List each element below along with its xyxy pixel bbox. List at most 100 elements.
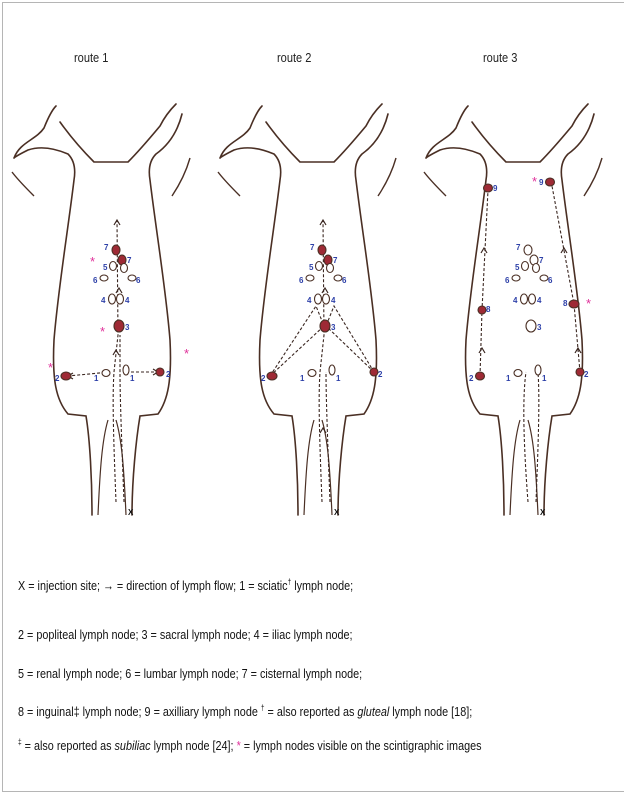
node-4-left — [109, 294, 116, 304]
label-6: 6 — [299, 276, 304, 285]
legend-injection-text: X = injection site; — [18, 578, 103, 593]
forelimb-left-contour — [424, 172, 446, 196]
node-5-left — [522, 262, 529, 271]
node-5-left — [316, 262, 323, 271]
label-2: 2 — [584, 370, 589, 379]
arrow-icon — [322, 288, 328, 293]
node-6-right — [540, 275, 548, 281]
node-6-left — [512, 275, 520, 281]
node-6-right — [128, 275, 136, 281]
label-2: 2 — [378, 370, 383, 379]
body-outline — [426, 104, 594, 515]
node-4-left — [315, 294, 322, 304]
label-8: 8 — [563, 299, 568, 308]
node-2-left — [267, 372, 277, 380]
flow-path — [326, 372, 330, 502]
body-outline — [220, 104, 388, 515]
node-1-left — [514, 370, 522, 377]
route-1-title: route 1 — [74, 50, 108, 65]
legend-gluteal-italic: gluteal — [357, 704, 389, 719]
forelimb-left-contour — [218, 172, 240, 196]
label-7: 7 — [333, 256, 338, 265]
label-1: 1 — [506, 374, 511, 383]
label-2: 2 — [166, 370, 171, 379]
forelimb-left-contour — [12, 172, 34, 196]
arrow-icon — [320, 428, 326, 433]
flow-path — [326, 306, 374, 372]
node-1-left — [308, 370, 316, 377]
forelimb-right-contour — [378, 158, 396, 196]
asterisk-icon: * — [586, 296, 591, 311]
label-1: 1 — [300, 374, 305, 383]
node-2-right — [370, 368, 378, 376]
legend-sciatic-text: lymph node; — [291, 578, 353, 593]
label-4: 4 — [125, 296, 130, 305]
legend-gluteal-text-a: = also reported as — [265, 704, 358, 719]
node-3 — [526, 320, 536, 332]
arrow-icon — [481, 248, 487, 253]
legend-line-4: 8 = inguinal‡ lymph node; 9 = axilliary … — [18, 704, 472, 719]
label-5: 5 — [103, 263, 108, 272]
label-2: 2 — [469, 374, 474, 383]
forelimb-right-contour — [172, 158, 190, 196]
node-1-right — [329, 365, 335, 375]
label-3: 3 — [125, 323, 130, 332]
node-7-left — [524, 245, 532, 255]
arrow-icon — [479, 348, 485, 353]
node-5-right — [121, 264, 128, 273]
label-3: 3 — [331, 323, 336, 332]
node-4-left — [521, 294, 528, 304]
forelimb-right-contour — [584, 158, 602, 196]
label-7: 7 — [516, 243, 521, 252]
route-2-title: route 2 — [277, 50, 311, 65]
route-3-panel: X7756644311228899** — [424, 104, 602, 517]
label-6: 6 — [548, 276, 553, 285]
label-3: 3 — [537, 323, 542, 332]
node-2-left — [61, 372, 71, 380]
legend-flow-text: = direction of lymph flow; 1 = sciatic — [114, 578, 288, 593]
label-2: 2 — [261, 374, 266, 383]
label-4: 4 — [307, 296, 312, 305]
node-7-left — [112, 245, 120, 255]
label-6: 6 — [93, 276, 98, 285]
label-7: 7 — [127, 256, 132, 265]
node-6-left — [306, 275, 314, 281]
label-4: 4 — [537, 296, 542, 305]
node-3 — [320, 320, 330, 332]
arrow-icon — [320, 220, 326, 225]
label-6: 6 — [136, 276, 141, 285]
label-1: 1 — [542, 374, 547, 383]
label-5: 5 — [515, 263, 520, 272]
node-1-right — [535, 365, 541, 375]
node-6-left — [100, 275, 108, 281]
arrow-icon: → — [103, 578, 114, 593]
route-2-panel: X775664431122 — [218, 104, 396, 517]
label-5: 5 — [309, 263, 314, 272]
node-9-right — [546, 178, 555, 186]
label-9: 9 — [539, 178, 544, 187]
legend-line-3: 5 = renal lymph node; 6 = lumbar lymph n… — [18, 666, 362, 681]
body-outline — [14, 104, 182, 515]
flow-path — [524, 372, 528, 502]
label-7: 7 — [310, 243, 315, 252]
node-8-left — [478, 306, 486, 314]
label-7: 7 — [104, 243, 109, 252]
legend-subiliac-italic: subiliac — [115, 738, 151, 753]
asterisk-icon: * — [532, 174, 537, 189]
node-1-left — [102, 370, 110, 377]
label-6: 6 — [505, 276, 510, 285]
legend-subiliac-text-a: = also reported as — [22, 738, 115, 753]
legend-gluteal-text-b: lymph node [18]; — [389, 704, 472, 719]
label-4: 4 — [331, 296, 336, 305]
node-9-left — [484, 184, 493, 192]
label-4: 4 — [101, 296, 106, 305]
legend-line-5: ‡ = also reported as subiliac lymph node… — [18, 738, 482, 753]
asterisk-icon: * — [48, 360, 53, 375]
injection-site-marker: X — [540, 508, 546, 517]
asterisk-icon: * — [184, 346, 189, 361]
label-1: 1 — [130, 374, 135, 383]
label-9: 9 — [493, 184, 498, 193]
injection-site-marker: X — [334, 508, 340, 517]
